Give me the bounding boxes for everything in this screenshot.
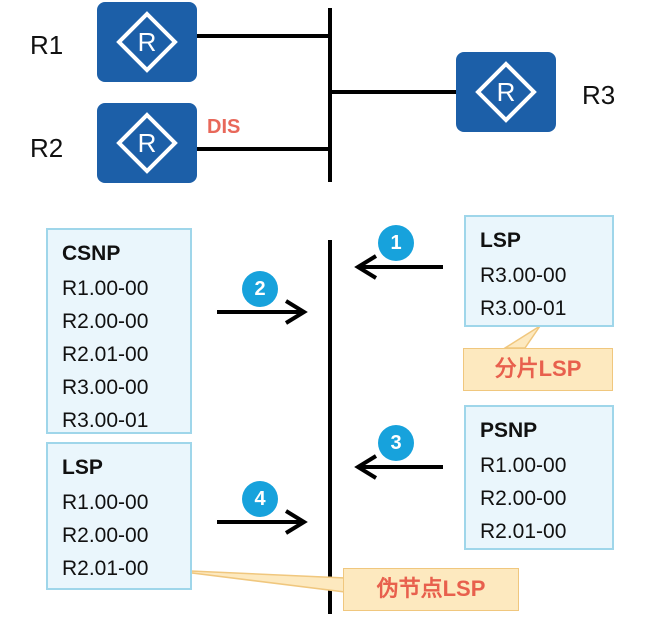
- list-item: R3.00-00: [62, 376, 149, 399]
- svg-text:R: R: [138, 27, 157, 57]
- psnp-box: PSNP R1.00-00 R2.00-00 R2.01-00: [464, 405, 614, 550]
- step-badge-4: 4: [242, 481, 278, 517]
- svg-text:R: R: [138, 128, 157, 158]
- router-r3: R: [456, 52, 556, 132]
- arrow-3-head: [354, 454, 378, 480]
- router-r1: R: [97, 2, 197, 82]
- pseudonode-lsp-callout: 伪节点LSP: [343, 568, 519, 611]
- router-r2-label: R2: [30, 133, 64, 163]
- router-icon: R: [116, 11, 178, 73]
- router-r2: R: [97, 103, 197, 183]
- router-r1-label: R1: [30, 30, 64, 60]
- lsp-left-title: LSP: [62, 456, 103, 479]
- list-item: R2.00-00: [480, 487, 567, 510]
- list-item: R2.01-00: [62, 343, 149, 366]
- step-badge-3: 3: [378, 425, 414, 461]
- list-item: R2.00-00: [62, 524, 149, 547]
- step-badge-1: 1: [378, 225, 414, 261]
- svg-text:R: R: [497, 77, 516, 107]
- csnp-title: CSNP: [62, 242, 121, 265]
- list-item: R3.00-00: [480, 264, 567, 287]
- arrow-1-head: [354, 254, 378, 280]
- router-icon: R: [475, 61, 537, 123]
- fragment-callout-pointer: [502, 325, 541, 349]
- list-item: R3.00-01: [480, 297, 567, 320]
- arrow-2-head: [284, 299, 308, 325]
- fragment-lsp-callout: 分片LSP: [463, 348, 613, 391]
- list-item: R3.00-01: [62, 409, 149, 432]
- lsp-right-title: LSP: [480, 229, 521, 252]
- psnp-title: PSNP: [480, 419, 538, 442]
- arrow-4-head: [284, 509, 308, 535]
- lsp-right-box: LSP R3.00-00 R3.00-01: [464, 215, 614, 327]
- pseudonode-callout-pointer: [167, 569, 346, 593]
- step-badge-2: 2: [242, 271, 278, 307]
- csnp-box: CSNP R1.00-00 R2.00-00 R2.01-00 R3.00-00…: [46, 228, 192, 434]
- dis-label: DIS: [207, 116, 241, 138]
- router-r3-label: R3: [582, 80, 616, 110]
- list-item: R2.00-00: [62, 310, 149, 333]
- router-icon: R: [116, 112, 178, 174]
- list-item: R2.01-00: [480, 520, 567, 543]
- list-item: R1.00-00: [480, 454, 567, 477]
- list-item: R1.00-00: [62, 277, 149, 300]
- list-item: R1.00-00: [62, 491, 149, 514]
- list-item: R2.01-00: [62, 557, 149, 580]
- lsp-left-box: LSP R1.00-00 R2.00-00 R2.01-00: [46, 442, 192, 590]
